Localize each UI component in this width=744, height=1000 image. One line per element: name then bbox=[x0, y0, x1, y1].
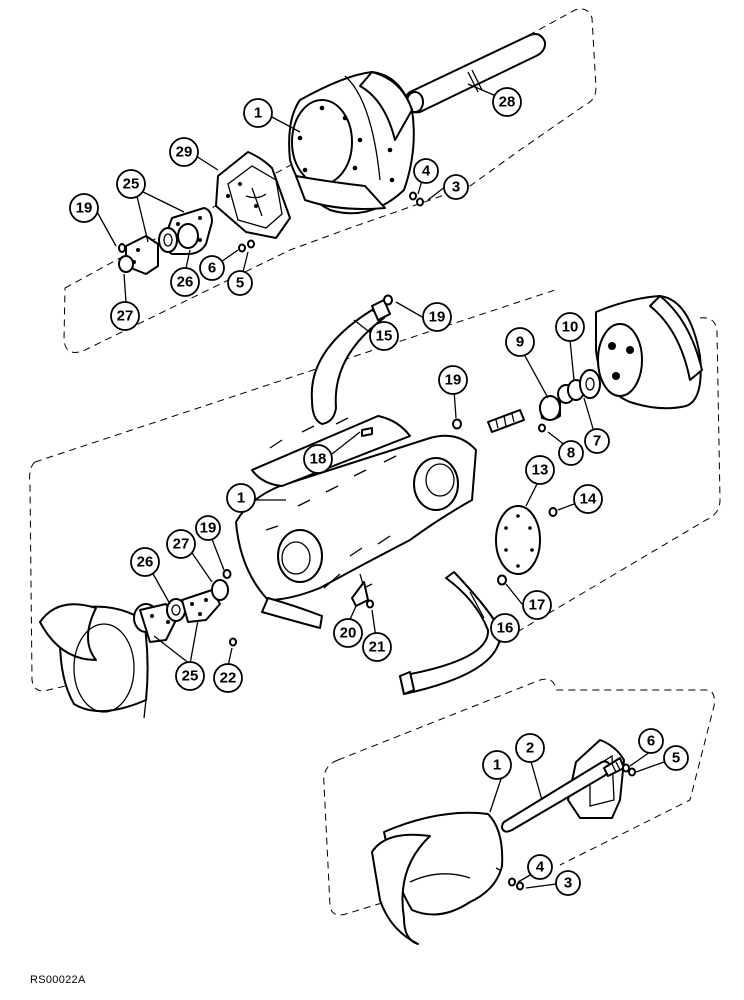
svg-text:17: 17 bbox=[529, 597, 546, 614]
top-group-boundary bbox=[63, 8, 597, 353]
bottom-group-boundary bbox=[323, 678, 715, 916]
hardware-middle bbox=[229, 294, 558, 647]
end-plate-29 bbox=[215, 151, 291, 239]
svg-text:3: 3 bbox=[564, 875, 572, 892]
callout-1-top: 1 bbox=[243, 98, 273, 128]
callout-17: 17 bbox=[522, 590, 552, 620]
callout-19-top: 19 bbox=[69, 193, 99, 223]
svg-text:25: 25 bbox=[182, 668, 199, 685]
chain-link bbox=[487, 409, 525, 433]
callout-29: 29 bbox=[169, 137, 199, 167]
callout-27-middle: 27 bbox=[166, 529, 196, 559]
svg-text:8: 8 bbox=[567, 445, 575, 462]
callout-22: 22 bbox=[213, 663, 243, 693]
svg-text:3: 3 bbox=[452, 179, 460, 196]
svg-text:13: 13 bbox=[532, 462, 549, 479]
callout-19-shroud: 19 bbox=[422, 302, 452, 332]
svg-text:19: 19 bbox=[429, 309, 446, 326]
svg-text:19: 19 bbox=[76, 200, 93, 217]
svg-text:4: 4 bbox=[536, 859, 545, 876]
bearing-group-top bbox=[118, 207, 213, 275]
callout-5-bottom: 5 bbox=[663, 745, 689, 771]
callout-21: 21 bbox=[362, 632, 392, 662]
callout-5-top: 5 bbox=[227, 270, 253, 296]
callout-19-middle: 19 bbox=[195, 515, 221, 541]
callout-10: 10 bbox=[555, 312, 585, 342]
svg-text:29: 29 bbox=[176, 144, 193, 161]
callout-20: 20 bbox=[333, 618, 363, 648]
bearing-group-left bbox=[133, 569, 232, 643]
right-auger-housing bbox=[595, 295, 703, 410]
bearing-group-right bbox=[538, 369, 601, 433]
hardware-bottom bbox=[508, 763, 636, 891]
svg-text:28: 28 bbox=[499, 94, 516, 111]
cover-plate-13 bbox=[495, 505, 541, 575]
svg-text:22: 22 bbox=[220, 670, 237, 687]
hardware-top bbox=[238, 191, 424, 253]
shroud-16 bbox=[399, 571, 502, 695]
callout-18: 18 bbox=[303, 444, 333, 474]
callout-25-top: 25 bbox=[116, 169, 146, 199]
svg-text:19: 19 bbox=[445, 372, 462, 389]
svg-text:4: 4 bbox=[422, 163, 431, 180]
trough-1-middle bbox=[235, 415, 477, 629]
svg-text:27: 27 bbox=[117, 308, 134, 325]
svg-text:15: 15 bbox=[376, 328, 393, 345]
svg-text:6: 6 bbox=[208, 260, 216, 277]
svg-text:20: 20 bbox=[340, 625, 357, 642]
callout-28: 28 bbox=[492, 87, 522, 117]
callout-4-top: 4 bbox=[413, 158, 439, 184]
left-auger-housing bbox=[39, 603, 149, 719]
svg-text:2: 2 bbox=[526, 740, 534, 757]
svg-text:1: 1 bbox=[237, 490, 245, 507]
callout-4-bottom: 4 bbox=[527, 854, 553, 880]
callout-25-middle: 25 bbox=[175, 661, 205, 691]
callout-16: 16 bbox=[490, 613, 520, 643]
callout-13: 13 bbox=[525, 455, 555, 485]
svg-text:5: 5 bbox=[672, 750, 680, 767]
callout-8: 8 bbox=[558, 440, 584, 466]
callout-2: 2 bbox=[515, 733, 545, 763]
svg-text:5: 5 bbox=[236, 275, 244, 292]
svg-text:14: 14 bbox=[580, 491, 597, 508]
svg-text:16: 16 bbox=[497, 620, 514, 637]
svg-text:6: 6 bbox=[647, 733, 655, 750]
svg-text:25: 25 bbox=[123, 176, 140, 193]
svg-text:27: 27 bbox=[173, 536, 190, 553]
callout-27-top: 27 bbox=[110, 301, 140, 331]
callout-1-bottom: 1 bbox=[482, 750, 512, 780]
callout-26-middle: 26 bbox=[130, 547, 160, 577]
svg-text:26: 26 bbox=[177, 274, 194, 291]
callout-6-top: 6 bbox=[199, 255, 225, 281]
svg-text:1: 1 bbox=[254, 105, 262, 122]
svg-text:21: 21 bbox=[369, 639, 386, 656]
callout-1-middle: 1 bbox=[226, 483, 256, 513]
callout-14: 14 bbox=[573, 484, 603, 514]
figure-code: RS00022A bbox=[30, 974, 86, 986]
svg-text:10: 10 bbox=[562, 319, 579, 336]
housing-1-bottom bbox=[371, 811, 504, 945]
callout-9: 9 bbox=[505, 327, 535, 357]
housing-1-top bbox=[288, 71, 415, 215]
svg-text:1: 1 bbox=[493, 757, 501, 774]
callout-6-bottom: 6 bbox=[638, 728, 664, 754]
callout-7: 7 bbox=[584, 428, 610, 454]
svg-text:18: 18 bbox=[310, 451, 327, 468]
shroud-15 bbox=[310, 299, 391, 425]
svg-text:26: 26 bbox=[137, 554, 154, 571]
shaft-28 bbox=[403, 33, 547, 114]
svg-text:7: 7 bbox=[593, 433, 601, 450]
callout-3-bottom: 3 bbox=[555, 870, 581, 896]
svg-text:9: 9 bbox=[516, 334, 524, 351]
callout-3-top: 3 bbox=[443, 174, 469, 200]
callout-19-trough: 19 bbox=[438, 365, 468, 395]
svg-text:19: 19 bbox=[200, 520, 217, 537]
callout-26-top: 26 bbox=[170, 267, 200, 297]
middle-group-boundary bbox=[29, 289, 721, 692]
callout-15: 15 bbox=[369, 321, 399, 351]
